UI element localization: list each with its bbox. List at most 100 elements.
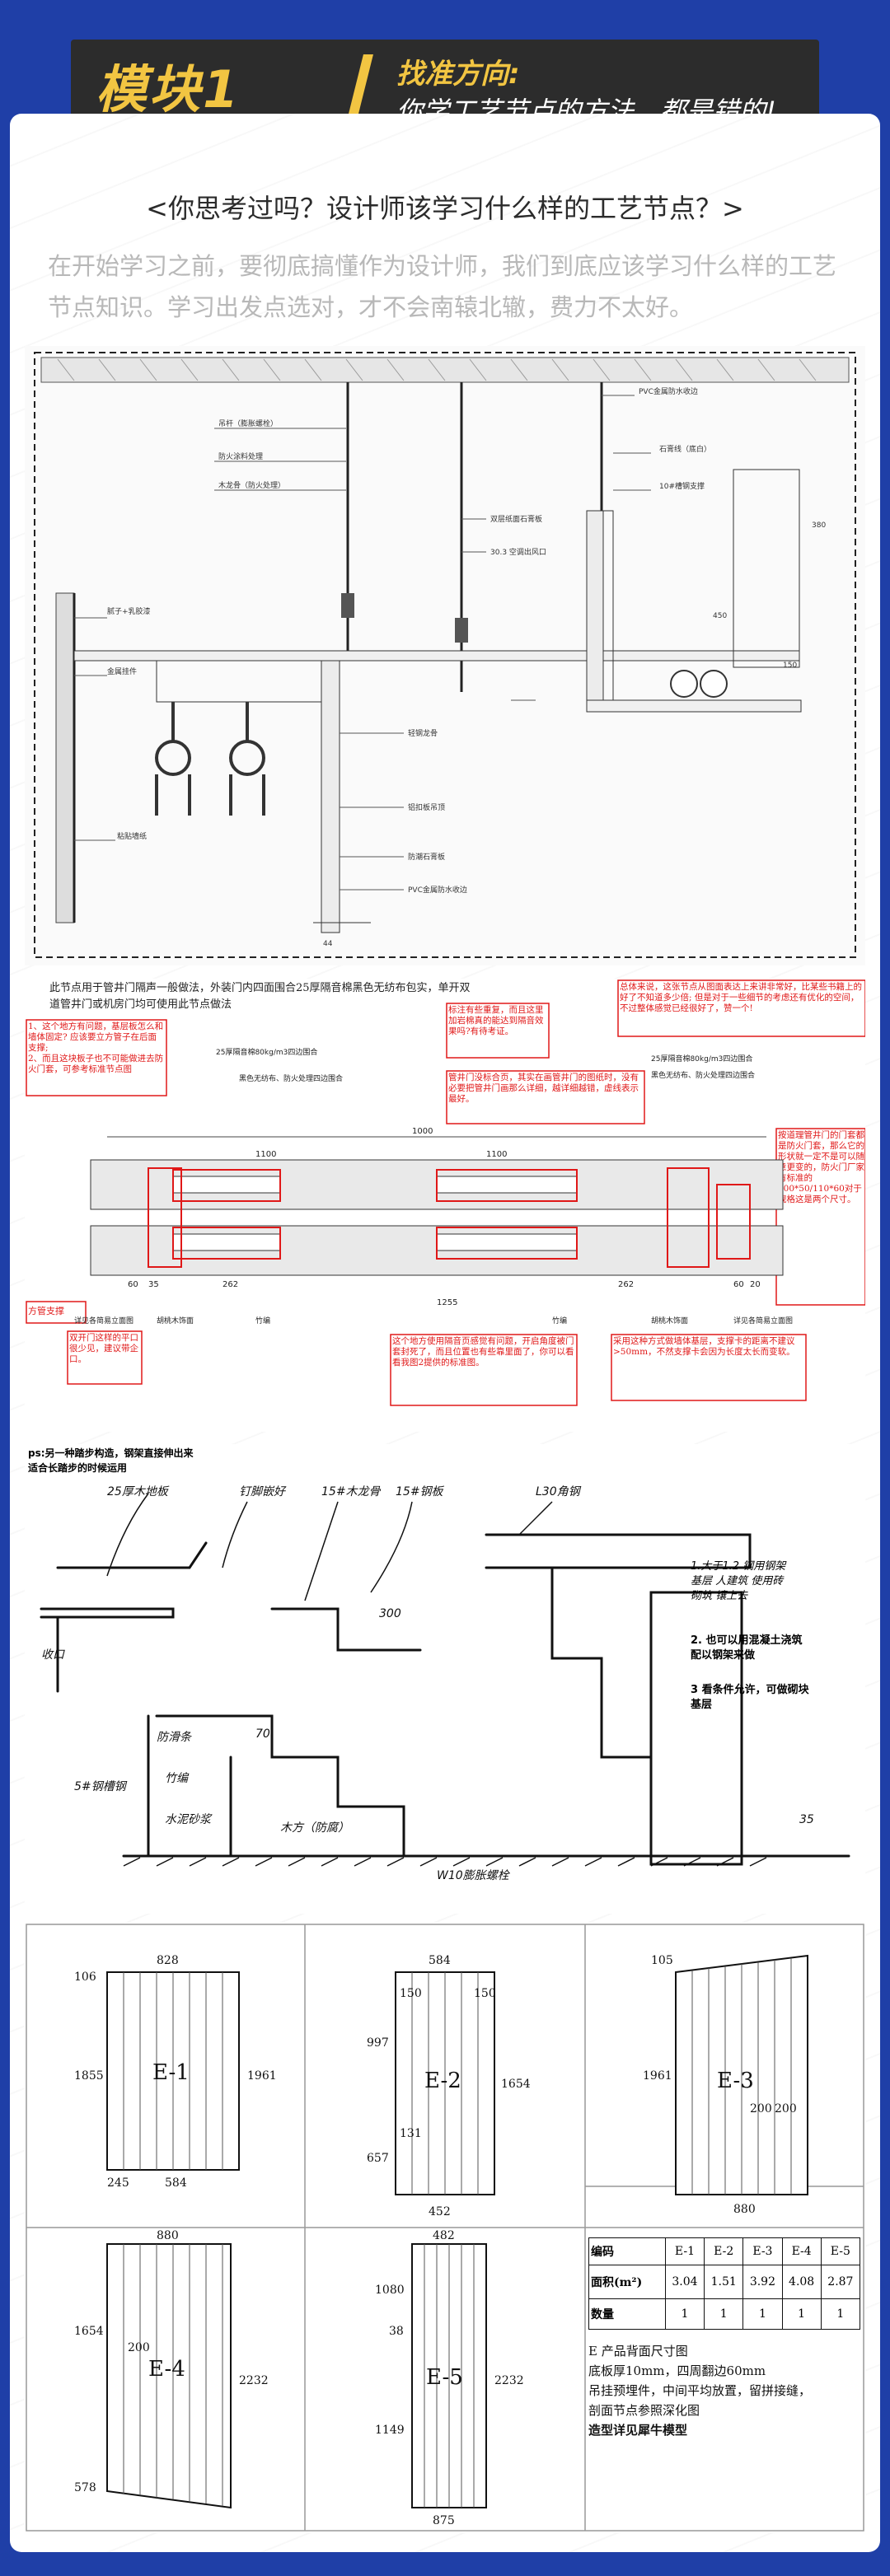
sketch-label: 70	[255, 1727, 270, 1741]
drawing2-label: 详见各简易立面图	[733, 1316, 793, 1325]
drawing1-label: PVC金属防水收边	[639, 386, 698, 396]
drawing2-label: 25厚隔音棉80kg/m3四边围合	[216, 1047, 317, 1057]
dim-35: 35	[148, 1280, 159, 1289]
red-note: 总体来说，这张节点从图面表达上来讲非常好，比某些书籍上的好了不知道多少倍; 但是…	[620, 982, 862, 1013]
drawing1-label: 石膏线（底白）	[659, 444, 711, 454]
drawing1-label: 10#槽钢支撑	[659, 481, 705, 491]
red-note: 管井门没标合页，其实在画管井门的图纸时，没有必要把管井门画那么详细，越详细越错，…	[448, 1073, 639, 1104]
sketch-label: 收口	[41, 1648, 65, 1662]
sketch-note: 1.大于1.2 钢用钢架 基层 人建筑 使用砖 砌筑 镶上去	[691, 1560, 786, 1602]
red-note: 这个地方使用隔音页感觉有问题，开启角度被门套封死了，而且位置也有些靠里面了，你可…	[392, 1336, 574, 1367]
table-cell: 2.87	[820, 2265, 861, 2299]
table-cell: 1	[781, 2298, 822, 2330]
panel-dim: 578	[74, 2481, 96, 2494]
sketch-label: W10膨胀螺栓	[437, 1869, 511, 1882]
section-question: <你思考过吗？设计师该学习什么样的工艺节点？>	[146, 193, 744, 224]
table-cell: 1	[742, 2298, 783, 2330]
panel-note: 吊挂预埋件，中间平均放置，留拼接缝，	[588, 2383, 812, 2398]
panel-name: E-3	[717, 2069, 754, 2093]
table-cell: 3.04	[664, 2265, 705, 2299]
drawing1-label: 防火涂料处理	[218, 451, 263, 461]
module-label: 模块1	[96, 59, 241, 119]
panel-dim: 106	[74, 1971, 96, 1984]
panel-dim: 150	[400, 1987, 422, 2000]
content-card: <你思考过吗？设计师该学习什么样的工艺节点？> 在开始学习之前，要彻底搞懂作为设…	[10, 114, 880, 2552]
header-divider	[347, 54, 373, 120]
table-cell: 4.08	[781, 2265, 822, 2299]
red-note: 采用这种方式做墙体基层，支撑卡的距离不建议>50mm，不然支撑卡会因为长度太长而…	[613, 1336, 795, 1357]
panel-name: E-4	[148, 2357, 185, 2382]
drawing1-label: 30.3 空调出风口	[490, 547, 546, 557]
panel-dim: 200	[750, 2102, 772, 2115]
panel-dim: 997	[367, 2036, 389, 2050]
intro-paragraph: 在开始学习之前，要彻底搞懂作为设计师，我们到底应该学习什么样的工艺节点知识。学习…	[48, 252, 837, 321]
dim-1000: 1000	[412, 1127, 433, 1136]
panel-dim: 1654	[501, 2078, 531, 2091]
panel-table: 编码 E-1 E-2 E-3 E-4 E-5 面积(m²) 3.04 1.51 …	[588, 2237, 861, 2440]
drawing1-label: 木龙骨（防火处理）	[218, 480, 285, 490]
shaft-door-drawing: 此节点用于管井门隔声一般做法，外装门内四面围合25厚隔音棉黑色无纺布包实，单开双…	[25, 979, 865, 1432]
sketch-label: 竹编	[165, 1772, 190, 1785]
drawing1-label: 粘贴墙纸	[117, 831, 147, 841]
drawing1-label: 防潮石膏板	[408, 852, 445, 862]
table-cell: 1	[704, 2298, 744, 2330]
panel-dim: 482	[433, 2229, 455, 2242]
sketch-label: 防滑条	[157, 1731, 192, 1744]
panel-note: 底板厚10mm，四周翻边60mm	[588, 2363, 766, 2378]
table-cell: 3.92	[742, 2265, 783, 2299]
red-note: 1、这个地方有问题，基层板怎么和墙体固定? 应该要立方管子在后面支撑; 2、而且…	[28, 1022, 164, 1074]
panel-dim: 2232	[494, 2374, 524, 2387]
table-cell: 面积(m²)	[588, 2265, 666, 2299]
panel-dim: 584	[429, 1954, 451, 1967]
dim-262: 262	[618, 1280, 634, 1289]
panel-dim: 828	[157, 1954, 179, 1967]
panel-name: E-2	[424, 2069, 461, 2093]
drawing2-label: 胡桃木饰面	[651, 1316, 688, 1325]
drawing1-label: 双层纸面石膏板	[490, 514, 542, 524]
sketch-ps-note: ps:另一种踏步构造，钢架直接伸出来 适合长踏步的时候运用	[28, 1447, 194, 1474]
panel-dim: 584	[165, 2176, 187, 2190]
panel-dim: 1961	[247, 2069, 277, 2083]
drawing2-label: 竹编	[255, 1316, 270, 1325]
table-cell: 1.51	[704, 2265, 744, 2299]
panel-dim: 657	[367, 2152, 389, 2165]
drawing2-top-note: 此节点用于管井门隔声一般做法，外装门内四面围合25厚隔音棉黑色无纺布包实，单开双…	[49, 982, 471, 1011]
drawing1-label: 轻钢龙骨	[408, 728, 438, 738]
drawing1-label: 腻子+乳胶漆	[107, 606, 151, 616]
sketch-label: 35	[799, 1813, 814, 1826]
dim-60: 60	[128, 1280, 138, 1289]
panel-dim: 1080	[375, 2284, 405, 2297]
drawing2-label: 黑色无纺布、防火处理四边围合	[651, 1070, 755, 1080]
sketch-label: 25厚木地板	[107, 1485, 170, 1498]
panel-note: 剖面节点参照深化图	[588, 2403, 700, 2418]
panel-dim: 1855	[74, 2069, 104, 2083]
drawing2-label: 胡桃木饰面	[157, 1316, 194, 1325]
panel-dim: 150	[474, 1987, 496, 2000]
drawing1-dim: 450	[713, 612, 727, 620]
drawing1-dim: 380	[812, 521, 826, 530]
drawing1-dim: 150	[783, 662, 797, 670]
panel-dim: 1961	[643, 2069, 672, 2083]
table-row: 面积(m²) 3.04 1.51 3.92 4.08 2.87	[588, 2265, 861, 2299]
drawing1-label: 铝扣板吊顶	[408, 802, 445, 812]
drawing2-label: 竹编	[552, 1316, 567, 1325]
table-cell: 1	[820, 2298, 861, 2330]
dim-262: 262	[222, 1280, 238, 1289]
panel-notes: E 产品背面尺寸图 底板厚10mm，四周翻边60mm 吊挂预埋件，中间平均放置，…	[588, 2341, 860, 2440]
panel-dim: 452	[429, 2205, 451, 2218]
drawing1-label: 吊杆（膨胀螺栓）	[218, 418, 278, 428]
ceiling-section-drawing: 吊杆（膨胀螺栓） 防火涂料处理 木龙骨（防火处理） 双层纸面石膏板 石膏线（底白…	[25, 346, 865, 965]
table-cell: 1	[664, 2298, 705, 2330]
panel-size-drawing: E-1 E-2 E-3 E-4 E-5 828 1855 1961 245 58…	[25, 1923, 865, 2532]
dim-1255: 1255	[437, 1298, 457, 1307]
panel-note: E 产品背面尺寸图	[588, 2344, 688, 2359]
dim-20: 20	[750, 1280, 761, 1289]
red-note: 按道理管井门的门套都是防火门套，那么它的形状就一定不是可以随意更变的，防火门厂家…	[778, 1130, 864, 1204]
sketch-label: 水泥砂浆	[165, 1813, 213, 1826]
panel-dim: 245	[107, 2176, 129, 2190]
header-title-line1: 找准方向:	[396, 58, 520, 91]
table-row: 编码 E-1 E-2 E-3 E-4 E-5	[588, 2237, 861, 2265]
panel-note: 造型详见犀牛模型	[588, 2423, 688, 2438]
table-row: 数量 1 1 1 1 1	[588, 2298, 861, 2330]
table-cell: E-4	[781, 2237, 822, 2265]
